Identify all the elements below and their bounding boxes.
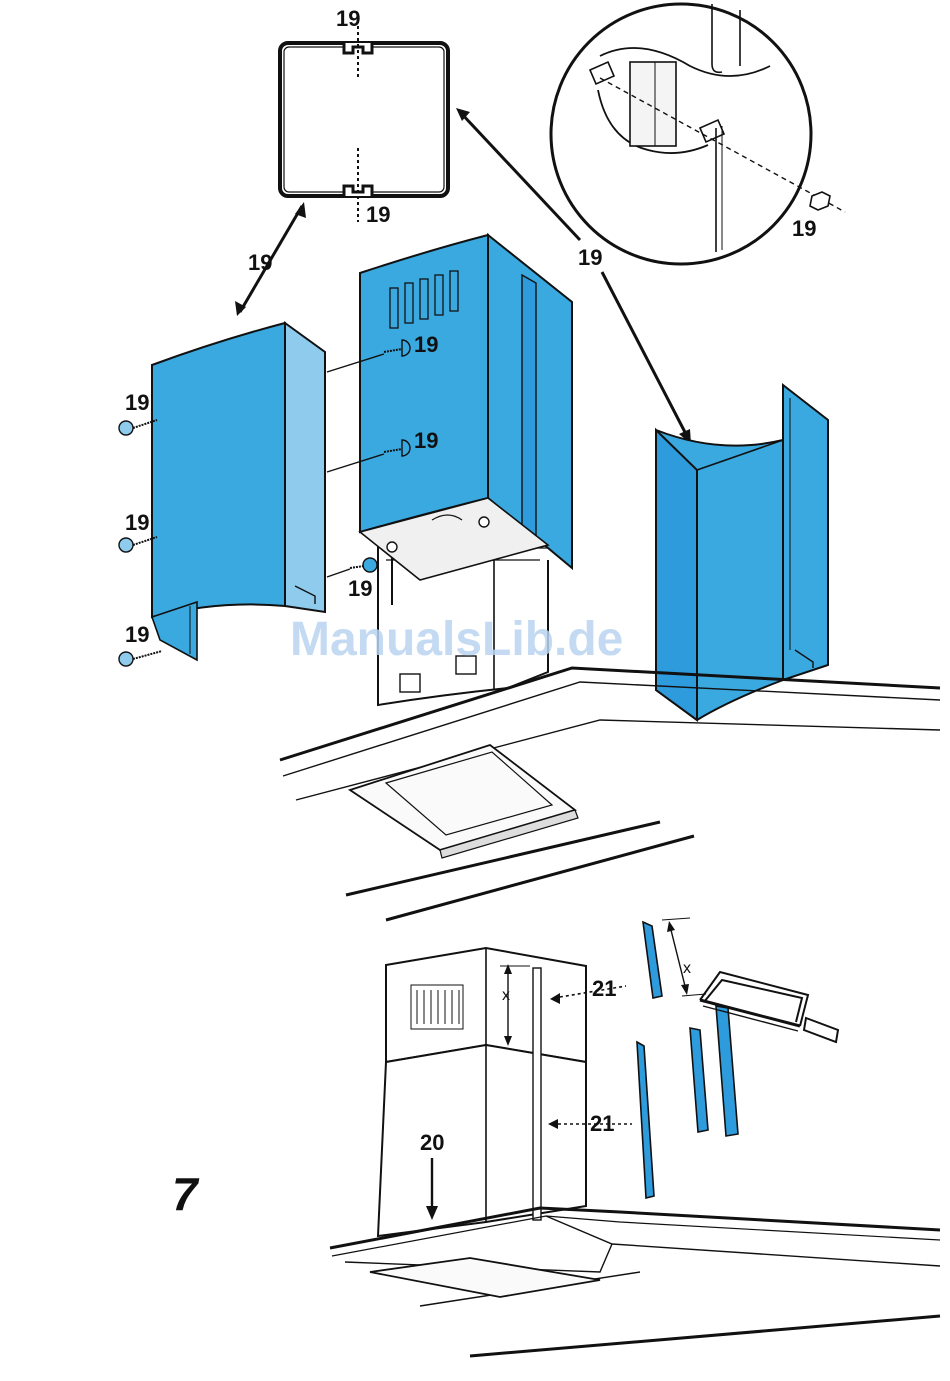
step-number: 7	[172, 1168, 200, 1220]
screw-icon	[350, 558, 377, 572]
callout-cross-top: 19	[336, 6, 360, 31]
callout-panel-screw-bottom: 19	[125, 622, 149, 647]
callout-strip-upper: 21	[592, 976, 616, 1001]
dim-x-body: x	[502, 987, 510, 1004]
callout-cross-bottom: 19	[366, 202, 390, 227]
callout-body-screw-lower: 19	[348, 576, 372, 601]
callout-panel-screw-top: 19	[125, 390, 149, 415]
callout-body-screw-upper: 19	[414, 332, 438, 357]
callout-hood: 20	[420, 1130, 444, 1155]
screw-icon	[119, 651, 162, 666]
callout-strip-lower: 21	[590, 1111, 614, 1136]
callout-detail-screw: 19	[792, 216, 816, 241]
callout-arrow-right: 19	[578, 245, 602, 270]
callout-body-screw-middle: 19	[414, 428, 438, 453]
cross-section-view: 19 19	[280, 6, 448, 227]
callout-panel-screw-middle: 19	[125, 510, 149, 535]
dim-x-strip: x	[683, 960, 691, 977]
detail-circle: 19	[551, 4, 845, 264]
double-arrow-left: 19	[235, 202, 306, 316]
assembled-hood: x 20	[330, 948, 940, 1356]
watermark-text: ManualsLib.de	[290, 613, 623, 666]
callout-arrow-left: 19	[248, 250, 272, 275]
